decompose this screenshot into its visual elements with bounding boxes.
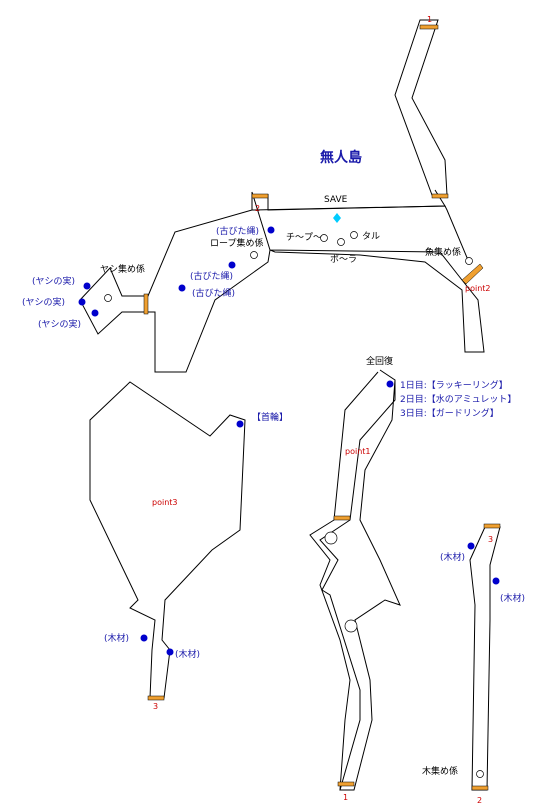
old-rope-dot-2 — [228, 261, 236, 269]
upper-corridor-outer — [251, 205, 469, 261]
rope-npc-marker — [250, 251, 258, 259]
chiipie-marker — [320, 234, 328, 242]
coconut-item-label-3: (ヤシの実) — [38, 318, 81, 330]
door-number-1-bottom: 1 — [343, 793, 348, 802]
door-west — [143, 293, 149, 315]
full-recover-label: 全回復 — [366, 355, 393, 367]
coconut-npc-label: ヤシ集め係 — [100, 263, 145, 275]
door-2-bottom — [471, 785, 489, 791]
taru-label: タル — [362, 231, 380, 242]
upper-path-outline — [79, 191, 485, 373]
lumber-label-2: (木材) — [175, 648, 200, 660]
pora-marker — [337, 238, 345, 246]
wood-npc-marker — [476, 770, 484, 778]
rope-npc-label: ロープ集め係 — [210, 237, 263, 249]
necklace-dot — [236, 420, 244, 428]
fish-npc-marker — [465, 257, 473, 265]
door-1-top — [419, 24, 439, 30]
necklace-label: 【首輪】 — [252, 411, 288, 423]
fish-npc-label: 魚集め係 — [425, 246, 461, 258]
lumber-dot-1 — [140, 634, 148, 642]
old-rope-dot-3 — [178, 284, 186, 292]
coconut-item-label-1: (ヤシの実) — [32, 275, 75, 287]
coconut-dot-2 — [78, 298, 86, 306]
door-3-right — [483, 523, 501, 529]
middle-corridor-outline — [319, 369, 401, 791]
lumber-label-3: (木材) — [440, 551, 465, 563]
door-top-right — [431, 193, 449, 199]
middle-corridor-object-1 — [324, 531, 338, 545]
right-corridor-outline — [469, 526, 501, 791]
map-title: 無人島 — [320, 149, 362, 166]
door-middle — [333, 515, 351, 521]
door-point2 — [461, 263, 484, 285]
door-number-2-bottom: 2 — [477, 796, 482, 805]
door-number-2-upper: 2 — [255, 204, 260, 213]
middle-corridor-object-2 — [344, 619, 358, 633]
lumber-label-4: (木材) — [500, 592, 525, 604]
door-number-3-heart: 3 — [153, 702, 158, 711]
door-number-3-right: 3 — [488, 535, 493, 544]
pora-label: ポ～ラ — [330, 254, 357, 265]
point2-label: point2 — [465, 284, 491, 293]
coconut-dot-1 — [83, 282, 91, 290]
reward-day-3: 3日目:【ガードリング】 — [400, 407, 499, 419]
chiipie-label: チ～プ～ — [286, 232, 322, 243]
old-rope-label-2: (古びた縄) — [190, 270, 233, 282]
top-right-corridor — [394, 19, 448, 196]
coconut-item-label-2: (ヤシの実) — [22, 296, 65, 308]
door-3-heart — [147, 695, 165, 701]
door-number-1-top: 1 — [427, 15, 432, 24]
middle-corridor-left — [309, 371, 379, 791]
door-2-upper — [251, 193, 269, 199]
lumber-dot-2 — [166, 648, 174, 656]
save-label: SAVE — [324, 195, 348, 205]
door-1-bottom — [337, 781, 355, 787]
point3-label: point3 — [152, 498, 178, 507]
heart-room-outline — [89, 381, 246, 699]
lumber-label-1: (木材) — [104, 632, 129, 644]
point1-label: point1 — [345, 447, 371, 456]
lumber-dot-3 — [467, 542, 475, 550]
lumber-dot-4 — [492, 577, 500, 585]
old-rope-dot-1 — [267, 226, 275, 234]
save-point-marker — [333, 213, 341, 223]
old-rope-label-1: (古びた縄) — [216, 225, 259, 237]
coconut-npc-marker — [104, 294, 112, 302]
reward-day-1: 1日目:【ラッキーリング】 — [400, 379, 508, 391]
wood-npc-label: 木集め係 — [422, 765, 458, 777]
old-rope-label-3: (古びた縄) — [192, 287, 235, 299]
full-recover-dot — [386, 380, 394, 388]
reward-day-2: 2日目:【水のアミュレット】 — [400, 393, 516, 405]
taru-marker — [350, 231, 358, 239]
coconut-dot-3 — [91, 309, 99, 317]
